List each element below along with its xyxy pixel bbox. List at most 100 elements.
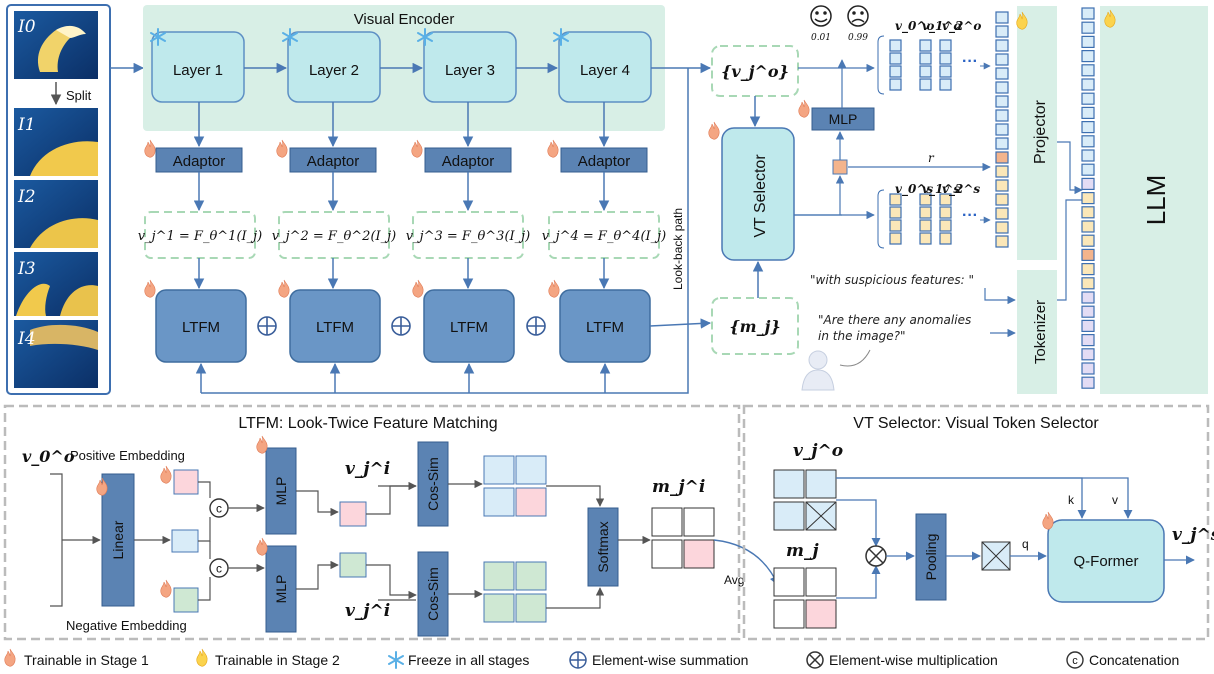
vo-token [919, 65, 932, 78]
vs-token [939, 232, 952, 245]
prompt-suspicious: "with suspicious features: " [810, 273, 974, 287]
score-token [832, 159, 848, 175]
llm-token [1081, 206, 1095, 219]
prompt-question-line1: "Are there any anomalies [818, 313, 971, 327]
projector-token [995, 39, 1009, 52]
tokenizer-block [1017, 270, 1057, 394]
prompt-question-line2: in the image?" [818, 329, 906, 343]
vs-token-1: v_1^s [922, 182, 960, 197]
vi-label-bottom: v_j^i [345, 601, 390, 621]
llm-token [1081, 305, 1095, 318]
llm-token [1081, 248, 1095, 261]
m-set-box [711, 297, 799, 355]
vs-token-2: v_2^s [942, 182, 980, 197]
llm-token [1081, 149, 1095, 162]
llm-token [1081, 234, 1095, 247]
vt-panel [742, 404, 1210, 641]
llm-token [1081, 49, 1095, 63]
layer-2-label: Layer 2 [309, 62, 359, 79]
concat-icon: c [1066, 651, 1084, 669]
llm-block [1100, 6, 1208, 394]
llm-token [1081, 120, 1095, 134]
ltfm-panel [3, 404, 741, 641]
vo-token [939, 65, 952, 78]
flame-stage1-icon [798, 99, 810, 118]
vs-token [939, 206, 952, 219]
llm-token [1081, 78, 1095, 91]
ltfm-4: LTFM [559, 289, 651, 363]
llm-token [1081, 348, 1095, 361]
vo-token [939, 39, 952, 52]
vt-selector-label: VT Selector [752, 154, 769, 238]
cossim-positive-block [417, 441, 449, 527]
vi-label-top: v_j^i [345, 459, 390, 479]
layer-3-label: Layer 3 [445, 62, 495, 79]
feature-3: v_j^3 = F_θ^3(I_j) [406, 229, 531, 244]
qformer-label: Q-Former [1074, 553, 1139, 570]
projector-token [995, 95, 1009, 108]
legend-freeze: Freeze in all stages [408, 652, 529, 668]
vo-token [919, 39, 932, 52]
llm-token [1081, 64, 1095, 77]
vs-token [889, 232, 902, 245]
sum-icon [257, 316, 546, 336]
svg-text:MLP: MLP [273, 477, 289, 506]
llm-token [1081, 220, 1095, 233]
flame-stage1-icon [256, 435, 268, 454]
score-good: 0.01 [811, 33, 831, 43]
vt-match-grid [773, 567, 837, 629]
vo-token [889, 52, 902, 65]
sad-icon [847, 5, 869, 27]
match-map-grid [651, 507, 715, 569]
smile-icon [810, 5, 832, 27]
flame-stage1-icon [547, 139, 559, 158]
image-label-I2: I2 [17, 187, 36, 207]
flame-stage1-icon [144, 279, 156, 298]
flame-stage1-icon [411, 139, 423, 158]
multiply-icon [865, 545, 887, 567]
vs-token [919, 193, 932, 206]
tokenizer-label: Tokenizer [1032, 300, 1049, 364]
vs-token-0: v_0^s [895, 182, 933, 197]
score-bad: 0.99 [848, 33, 868, 43]
positive-similarity-grid [483, 455, 547, 517]
mlp-block [811, 107, 875, 131]
vo-token [889, 39, 902, 52]
llm-token [1081, 35, 1095, 49]
vs-token [919, 206, 932, 219]
vs-token [889, 193, 902, 206]
svg-text:LTFM: LTFM [586, 319, 624, 336]
svg-text:LTFM: LTFM [450, 319, 488, 336]
qformer-block [1047, 519, 1165, 603]
projector-token [995, 11, 1009, 24]
vt-visual-token-grid [773, 469, 837, 531]
flame-stage2-icon [196, 648, 208, 667]
svg-text:c: c [1072, 655, 1078, 667]
k-label: k [1068, 493, 1075, 507]
layer-2: Layer 2 [287, 31, 381, 103]
negative-similarity-grid [483, 561, 547, 623]
image-I2: I2 [14, 180, 98, 248]
vo-token [939, 52, 952, 65]
llm-token-column [1081, 7, 1095, 389]
ellipsis: ··· [962, 53, 978, 70]
projector-token [995, 221, 1009, 234]
vo-set-label: {v_j^o} [721, 62, 789, 81]
negative-feature-token [339, 552, 367, 578]
softmax-block [587, 507, 619, 587]
image-label-I0: I0 [17, 17, 36, 37]
svg-text:Adaptor: Adaptor [578, 153, 631, 170]
llm-token [1081, 334, 1095, 347]
ltfm-2: LTFM [289, 289, 381, 363]
image-label-I4: I4 [17, 329, 36, 349]
adaptor-2: Adaptor [289, 147, 377, 173]
flame-stage1-icon [144, 139, 156, 158]
positive-embedding-token [173, 469, 199, 495]
svg-text:Adaptor: Adaptor [307, 153, 360, 170]
flame-stage1-icon [412, 279, 424, 298]
vt-m-label: m_j [786, 541, 819, 561]
bracket [877, 189, 885, 249]
feature-4: v_j^4 = F_θ^4(I_j) [542, 229, 667, 244]
pooling-block [915, 513, 947, 601]
llm-token [1081, 92, 1095, 105]
